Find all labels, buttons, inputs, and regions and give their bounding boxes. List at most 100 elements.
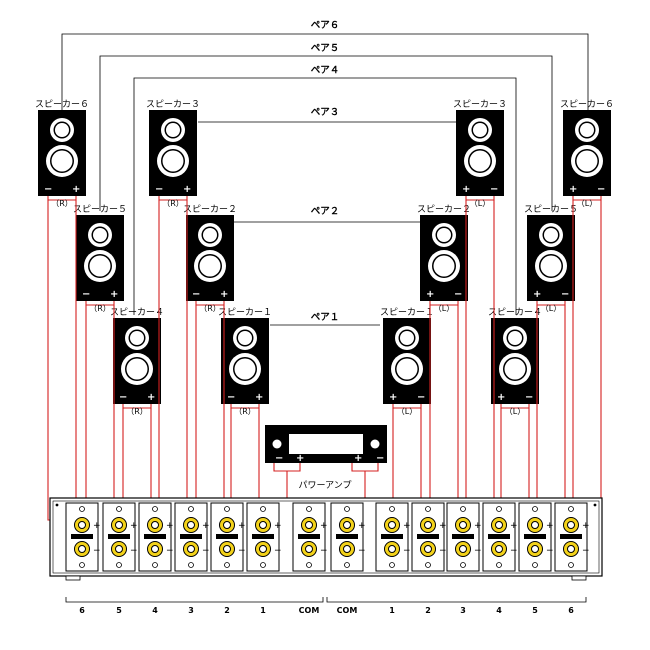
terminal-minus: − xyxy=(320,546,328,556)
channel-label: （L） xyxy=(470,199,490,208)
terminal-plus: + xyxy=(202,521,210,531)
wire xyxy=(579,200,602,546)
wire xyxy=(465,196,495,201)
speaker-terminal-sign: − xyxy=(155,184,163,195)
wire xyxy=(351,463,379,472)
wire xyxy=(572,196,602,201)
channel-label: （R） xyxy=(89,304,111,313)
terminal-plus: + xyxy=(93,521,101,531)
channel-label: （R） xyxy=(199,304,221,313)
terminal-minus: − xyxy=(130,546,138,556)
terminal-number-label: 1 xyxy=(389,606,395,615)
terminal-minus: − xyxy=(403,546,411,556)
terminal-minus: − xyxy=(93,546,101,556)
terminal-panels-group: +−+−+−+−+−+−+−+−+−+−+−+−+−+− xyxy=(65,502,590,572)
wire xyxy=(195,305,217,521)
terminal-number-label: 6 xyxy=(568,606,574,615)
speaker-6-right: −+スピーカー６ xyxy=(35,99,89,196)
pair-5-label: ペア５ xyxy=(311,43,340,54)
speaker-terminal-sign: + xyxy=(183,184,191,195)
channel-label: （R） xyxy=(51,199,73,208)
speaker-terminal-sign: + xyxy=(426,289,434,300)
speaker-terminal-sign: − xyxy=(597,184,605,195)
speaker-terminal-sign: − xyxy=(82,289,90,300)
speaker-6-left: +−スピーカー６ xyxy=(560,99,614,196)
terminal-panel: +− xyxy=(292,502,328,572)
speaker-name-label: スピーカー２ xyxy=(183,204,237,215)
speaker-name-label: スピーカー３ xyxy=(146,99,200,110)
terminal-plus: + xyxy=(274,521,282,531)
terminal-panel: +− xyxy=(518,502,554,572)
speaker-name-label: スピーカー４ xyxy=(488,307,542,318)
wire xyxy=(471,200,495,546)
speaker-1-left: +−スピーカー１ xyxy=(380,307,434,404)
speaker-name-label: スピーカー１ xyxy=(380,307,434,318)
terminal-number-label: 1 xyxy=(260,606,266,615)
speaker-terminal-sign: − xyxy=(454,289,462,300)
channel-label: （R） xyxy=(162,199,184,208)
terminal-panel: +− xyxy=(210,502,246,572)
speaker-terminal-sign: + xyxy=(72,184,80,195)
terminal-plus: + xyxy=(403,521,411,531)
pair-2-label: ペア２ xyxy=(311,206,340,217)
terminal-minus: − xyxy=(582,546,590,556)
speaker-terminal-sign: + xyxy=(569,184,577,195)
amp-minus-right: − xyxy=(275,453,283,464)
terminal-plus: + xyxy=(166,521,174,531)
channel-label: （L） xyxy=(434,304,454,313)
pair-3-label: ペア３ xyxy=(311,107,340,118)
terminal-minus: − xyxy=(166,546,174,556)
speaker-terminal-sign: − xyxy=(227,392,235,403)
speaker-name-label: スピーカー４ xyxy=(110,307,164,318)
terminal-panel: +− xyxy=(102,502,138,572)
speaker-terminal-sign: + xyxy=(389,392,397,403)
amp-minus-left: − xyxy=(376,453,384,464)
terminal-minus: − xyxy=(202,546,210,556)
terminal-panel: +− xyxy=(65,502,101,572)
terminal-minus: − xyxy=(510,546,518,556)
terminal-minus: − xyxy=(439,546,447,556)
terminal-minus: − xyxy=(238,546,246,556)
speaker-name-label: スピーカー５ xyxy=(73,204,127,215)
terminal-panel: +− xyxy=(138,502,174,572)
terminal-minus: − xyxy=(358,546,366,556)
terminal-number-label: 2 xyxy=(425,606,431,615)
terminal-number-label: 3 xyxy=(460,606,466,615)
terminal-number-label: 3 xyxy=(188,606,194,615)
speaker-1-right: − + スピーカー１ xyxy=(218,307,272,404)
terminal-number-label: 5 xyxy=(532,606,538,615)
channel-label: （R） xyxy=(126,407,148,416)
terminal-panel: +− xyxy=(554,502,590,572)
terminal-number-label: 4 xyxy=(152,606,158,615)
amp-label: パワーアンプ xyxy=(298,480,351,491)
speaker-terminal-sign: − xyxy=(490,184,498,195)
terminal-number-label: 4 xyxy=(496,606,502,615)
terminal-panel: +− xyxy=(375,502,411,572)
wire xyxy=(392,404,422,409)
speaker-2-right: −+スピーカー２ xyxy=(183,204,237,301)
channel-label: （L） xyxy=(397,407,417,416)
wire xyxy=(230,404,260,409)
wire xyxy=(47,196,77,201)
channel-label: （L） xyxy=(541,304,561,313)
channel-labels-group: （R）（R）（R）（R）（R）（R）（L）（L）（L）（L）（L）（L） xyxy=(51,199,597,416)
terminal-plus: + xyxy=(320,521,328,531)
terminal-panel: +− xyxy=(446,502,482,572)
terminal-panel: +− xyxy=(482,502,518,572)
pair-6-label: ペア６ xyxy=(311,20,340,31)
terminal-panel: +− xyxy=(246,502,282,572)
channel-label: （L） xyxy=(577,199,597,208)
speaker-5-right: −+スピーカー５ xyxy=(73,204,127,301)
terminal-panel: +− xyxy=(330,502,366,572)
pair-1-label: ペア１ xyxy=(311,312,340,323)
terminal-number-label: 5 xyxy=(116,606,122,615)
speaker-terminal-sign: + xyxy=(255,392,263,403)
terminal-plus: + xyxy=(238,521,246,531)
terminal-plus: + xyxy=(582,521,590,531)
terminal-number-label: COM xyxy=(337,606,358,615)
channel-label: （L） xyxy=(505,407,525,416)
speaker-name-label: スピーカー１ xyxy=(218,307,272,318)
terminal-plus: + xyxy=(510,521,518,531)
speaker-3-right: − + スピーカー３ xyxy=(146,99,200,196)
wire xyxy=(273,463,301,472)
